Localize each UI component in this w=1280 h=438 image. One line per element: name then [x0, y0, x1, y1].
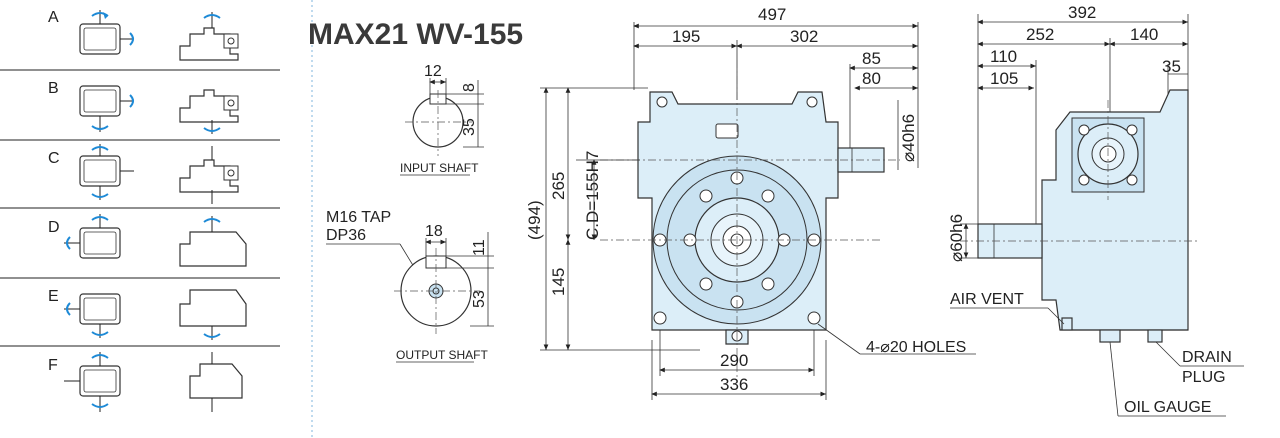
mounting-positions-panel: A B C D E F	[0, 0, 313, 438]
front-shaft-85: 85	[862, 49, 881, 68]
mount-icon-e	[64, 289, 247, 340]
mount-label-b: B	[48, 80, 59, 97]
front-holes-note: 4-⌀20 HOLES	[866, 339, 966, 356]
side-width-110: 110	[990, 47, 1017, 66]
side-output-diameter: ⌀60h6	[947, 214, 966, 262]
drain-label-1: DRAIN	[1182, 349, 1232, 366]
input-key-depth: 8	[461, 83, 478, 92]
front-center-distance: C.D=155H7	[583, 151, 602, 240]
output-key-depth: 11	[471, 239, 488, 256]
side-overall: 392	[1068, 3, 1096, 22]
front-right-width: 302	[790, 27, 818, 46]
front-base-290: 290	[720, 351, 748, 370]
air-vent-label: AIR VENT	[950, 291, 1024, 308]
mount-icon-d	[64, 214, 247, 267]
input-key-width: 12	[424, 63, 442, 80]
input-shaft-section: 12 8 35 INPUT SHAFT	[400, 63, 484, 176]
mount-label-c: C	[48, 150, 60, 167]
side-width-35: 35	[1162, 57, 1181, 76]
front-lower-height: 145	[549, 268, 568, 296]
output-shaft-caption: OUTPUT SHAFT	[396, 348, 488, 362]
mount-label-e: E	[48, 288, 59, 305]
model-title: MAX21 WV-155	[308, 18, 523, 51]
front-total-height: (494)	[525, 200, 544, 240]
front-base-336: 336	[720, 375, 748, 394]
side-width-252: 252	[1026, 25, 1054, 44]
front-view: 497 195 302 85 80 ⌀40h6	[525, 5, 976, 400]
side-width-105: 105	[990, 69, 1018, 88]
mount-icon-f	[64, 352, 243, 412]
input-height: 35	[461, 118, 478, 136]
side-view: 392 252 140 110 105 35 ⌀60h6	[947, 3, 1244, 417]
output-height: 53	[471, 290, 488, 308]
mount-label-d: D	[48, 219, 60, 236]
drain-label-2: PLUG	[1182, 369, 1226, 386]
mount-icon-c	[79, 144, 239, 204]
output-dp: DP36	[326, 227, 366, 244]
mount-label-a: A	[48, 9, 59, 26]
front-upper-height: 265	[549, 172, 568, 200]
mount-icon-b	[79, 85, 239, 134]
mount-icon-a	[79, 10, 239, 61]
output-shaft-section: M16 TAP DP36 18 11 53 OUTPUT SHAFT	[326, 209, 494, 363]
front-left-width: 195	[672, 27, 700, 46]
output-key-width: 18	[425, 223, 443, 240]
mount-label-f: F	[48, 357, 58, 374]
front-overall-width: 497	[758, 5, 786, 24]
side-width-140: 140	[1130, 25, 1158, 44]
input-shaft-caption: INPUT SHAFT	[400, 161, 479, 175]
front-shaft-80: 80	[862, 69, 881, 88]
output-tap: M16 TAP	[326, 209, 391, 226]
oil-gauge-label: OIL GAUGE	[1124, 399, 1211, 416]
front-input-diameter: ⌀40h6	[899, 114, 918, 162]
